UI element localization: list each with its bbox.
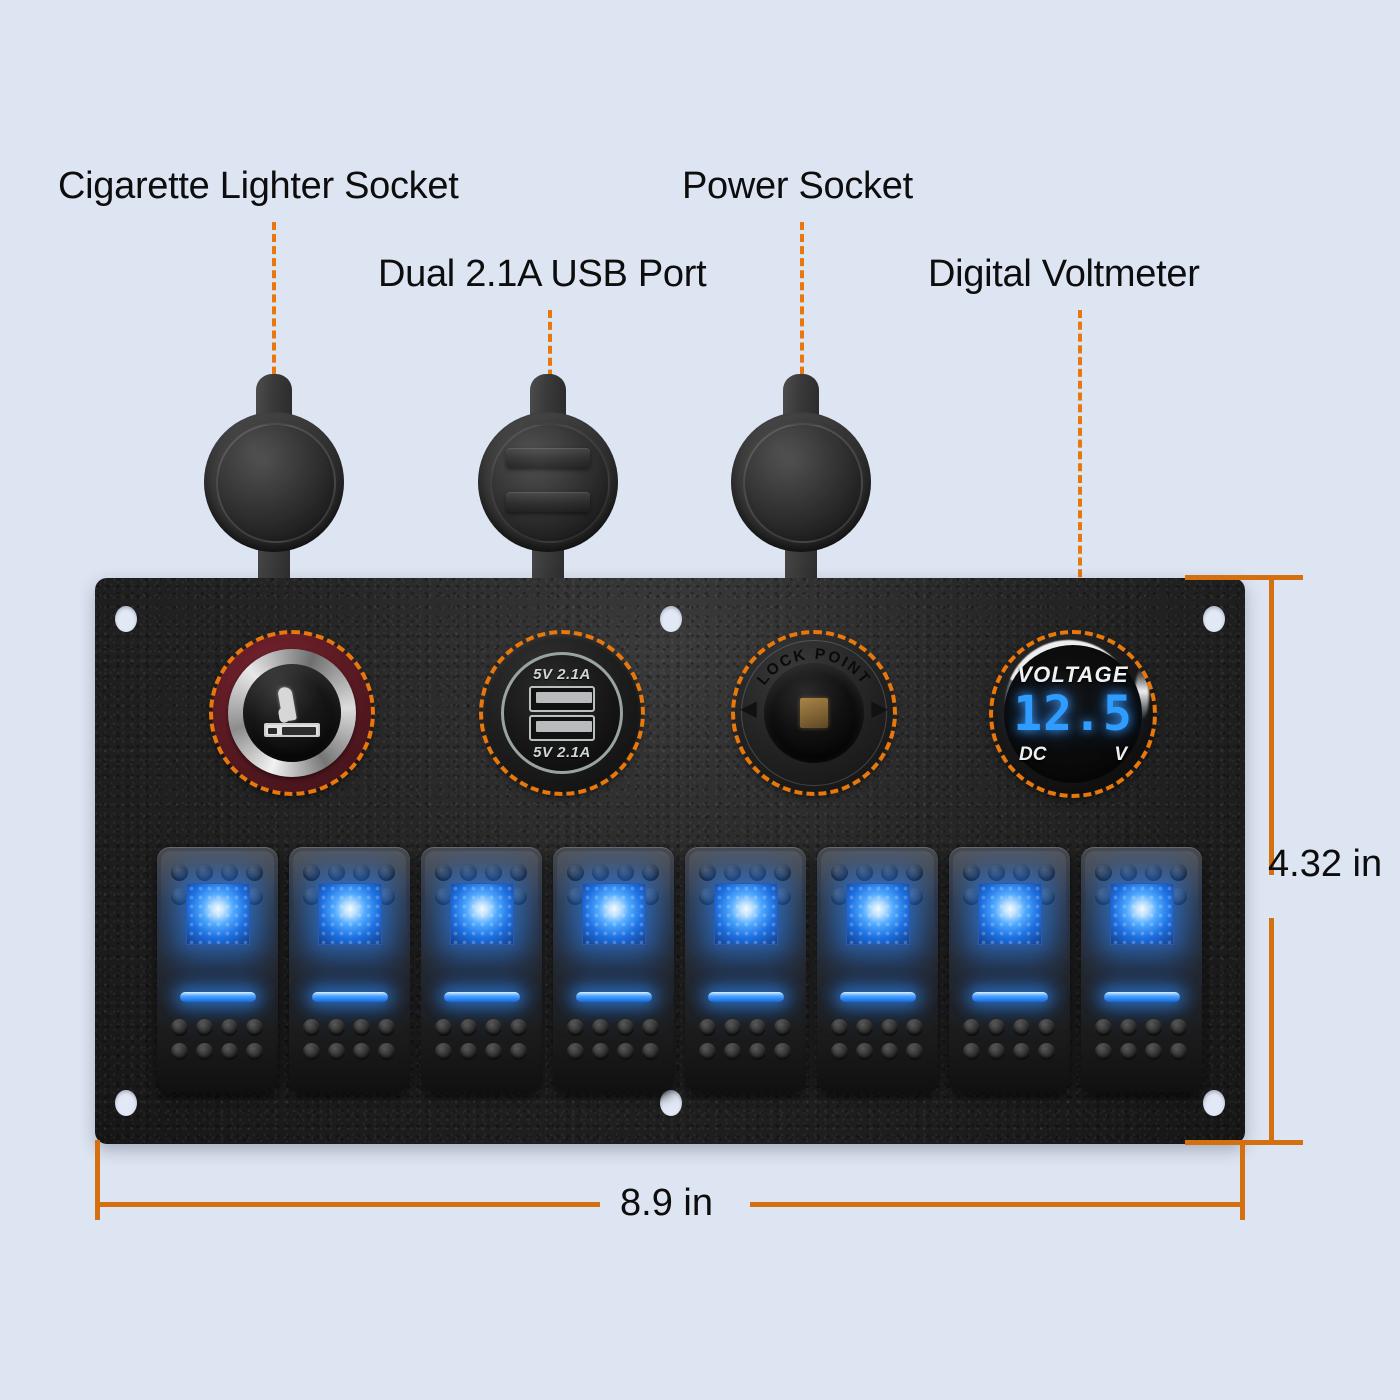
- rocker-led-indicator: [845, 883, 910, 945]
- dim-extension-top-right: [1185, 575, 1303, 580]
- switch-panel: 5V 2.1A 5V 2.1A LOCK POINT ◀ ▶: [95, 578, 1245, 1144]
- voltmeter-title: VOLTAGE: [1017, 662, 1129, 687]
- rocker-led-indicator: [713, 883, 778, 945]
- rocker-led-bar: [575, 992, 652, 1002]
- rocker-led-bar: [179, 992, 256, 1002]
- mount-hole: [1203, 1090, 1225, 1116]
- cigarette-lighter-socket[interactable]: [212, 633, 372, 793]
- voltmeter-display: VOLTAGE 12.5 DC V: [1004, 645, 1142, 783]
- mount-hole: [1203, 606, 1225, 632]
- usb-bezel: 5V 2.1A 5V 2.1A: [501, 652, 623, 774]
- rocker-led-indicator: [185, 883, 250, 945]
- lock-arrow-left: ◀: [741, 698, 757, 720]
- voltmeter-current-type: DC: [1019, 744, 1047, 765]
- socket-bore: [243, 664, 341, 762]
- center-contact: [800, 698, 828, 728]
- chrome-bezel: [228, 649, 356, 777]
- usb-rating-bottom: 5V 2.1A: [533, 743, 591, 761]
- dust-cap-disc: [204, 412, 344, 552]
- dual-usb-socket[interactable]: 5V 2.1A 5V 2.1A: [483, 634, 641, 792]
- rocker-switch-2[interactable]: [289, 847, 410, 1092]
- mount-hole: [660, 606, 682, 632]
- rocker-led-indicator: [977, 883, 1042, 945]
- power-socket[interactable]: LOCK POINT ◀ ▶: [735, 634, 893, 792]
- rocker-switch-row: [157, 847, 1202, 1092]
- rocker-led-bar: [707, 992, 784, 1002]
- mount-hole: [115, 606, 137, 632]
- rocker-switch-4[interactable]: [553, 847, 674, 1092]
- dust-cap-usb[interactable]: [478, 374, 618, 704]
- rocker-switch-7[interactable]: [949, 847, 1070, 1092]
- dim-extension-left-bottom: [95, 1140, 100, 1220]
- rocker-switch-5[interactable]: [685, 847, 806, 1092]
- callout-label-cigarette-lighter: Cigarette Lighter Socket: [58, 165, 459, 207]
- rocker-led-bar: [839, 992, 916, 1002]
- dim-label-width: 8.9 in: [620, 1182, 713, 1224]
- rocker-led-indicator: [317, 883, 382, 945]
- callout-label-digital-voltmeter: Digital Voltmeter: [928, 253, 1200, 295]
- dust-cap-disc: [731, 412, 871, 552]
- voltmeter-unit: V: [1114, 744, 1127, 765]
- rocker-led-bar: [311, 992, 388, 1002]
- lock-arrow-right: ▶: [871, 698, 887, 720]
- usb-port-a[interactable]: [529, 685, 595, 712]
- rocker-led-indicator: [449, 883, 514, 945]
- usb-port-b[interactable]: [529, 714, 595, 741]
- lock-ring: [741, 640, 887, 786]
- dust-cap-rib: [506, 492, 590, 512]
- leader-line-voltmeter: [1078, 310, 1082, 648]
- mount-hole: [115, 1090, 137, 1116]
- voltmeter-reading: 12.5: [1013, 686, 1133, 742]
- callout-label-power-socket: Power Socket: [682, 165, 913, 207]
- rocker-switch-1[interactable]: [157, 847, 278, 1092]
- cigarette-icon: [264, 686, 320, 739]
- dim-line-height-lower: [1269, 918, 1274, 1145]
- rocker-led-bar: [443, 992, 520, 1002]
- rocker-switch-6[interactable]: [817, 847, 938, 1092]
- dim-line-width-left: [95, 1202, 600, 1207]
- dim-line-height: [1269, 575, 1274, 875]
- rocker-led-indicator: [581, 883, 646, 945]
- dim-extension-right-bottom: [1240, 1140, 1245, 1220]
- dim-line-width-right: [750, 1202, 1245, 1207]
- mount-hole: [660, 1090, 682, 1116]
- digital-voltmeter[interactable]: VOLTAGE 12.5 DC V: [993, 634, 1153, 794]
- usb-rating-top: 5V 2.1A: [533, 665, 591, 683]
- callout-label-usb: Dual 2.1A USB Port: [378, 253, 707, 295]
- dust-cap-disc: [478, 412, 618, 552]
- dim-label-height: 4.32 in: [1268, 843, 1383, 885]
- rocker-led-bar: [1103, 992, 1180, 1002]
- rocker-switch-8[interactable]: [1081, 847, 1202, 1092]
- rocker-led-indicator: [1109, 883, 1174, 945]
- dust-cap-rib: [506, 448, 590, 468]
- rocker-switch-3[interactable]: [421, 847, 542, 1092]
- rocker-led-bar: [971, 992, 1048, 1002]
- power-socket-bore: [764, 663, 864, 763]
